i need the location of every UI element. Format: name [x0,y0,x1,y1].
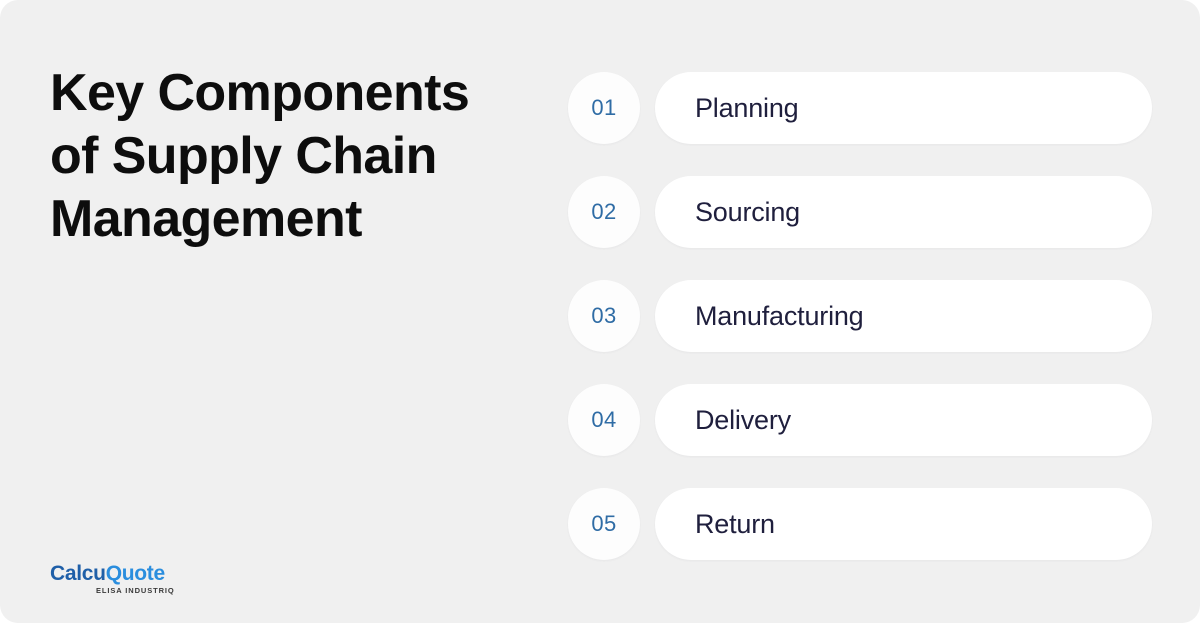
step-number: 01 [591,95,617,120]
step-pill: Planning [655,72,1152,144]
logo-tagline: ELISA INDUSTRIQ [96,586,175,595]
step-label: Return [695,508,775,539]
step-number: 03 [591,303,617,328]
list-item: 03 Manufacturing [568,280,1152,352]
step-number: 04 [591,407,617,432]
step-label: Sourcing [695,196,800,227]
list-item: 05 Return [568,488,1152,560]
step-pill: Delivery [655,384,1152,456]
step-label: Planning [695,92,799,123]
logo-wordmark-calcu: Calcu [50,562,106,585]
list-item: 02 Sourcing [568,176,1152,248]
title-block: Key Components of Supply Chain Managemen… [50,62,520,251]
step-label: Manufacturing [695,300,864,331]
step-pill: Manufacturing [655,280,1152,352]
step-badge: 01 [568,72,640,144]
step-badge: 04 [568,384,640,456]
step-badge: 05 [568,488,640,560]
logo-wordmark: CalcuQuote [50,563,270,585]
list-item: 04 Delivery [568,384,1152,456]
logo-wordmark-quote: Quote [105,562,165,585]
step-label: Delivery [695,404,791,435]
step-badge: 03 [568,280,640,352]
step-pill: Return [655,488,1152,560]
step-badge: 02 [568,176,640,248]
step-pill: Sourcing [655,176,1152,248]
page-title: Key Components of Supply Chain Managemen… [50,64,470,248]
list-item: 01 Planning [568,72,1152,144]
step-number: 05 [591,511,617,536]
step-number: 02 [591,199,617,224]
brand-logo: CalcuQuote ELISA INDUSTRIQ [50,563,270,596]
component-list: 01 Planning 02 Sourcing 03 Manufacturing [568,72,1152,560]
